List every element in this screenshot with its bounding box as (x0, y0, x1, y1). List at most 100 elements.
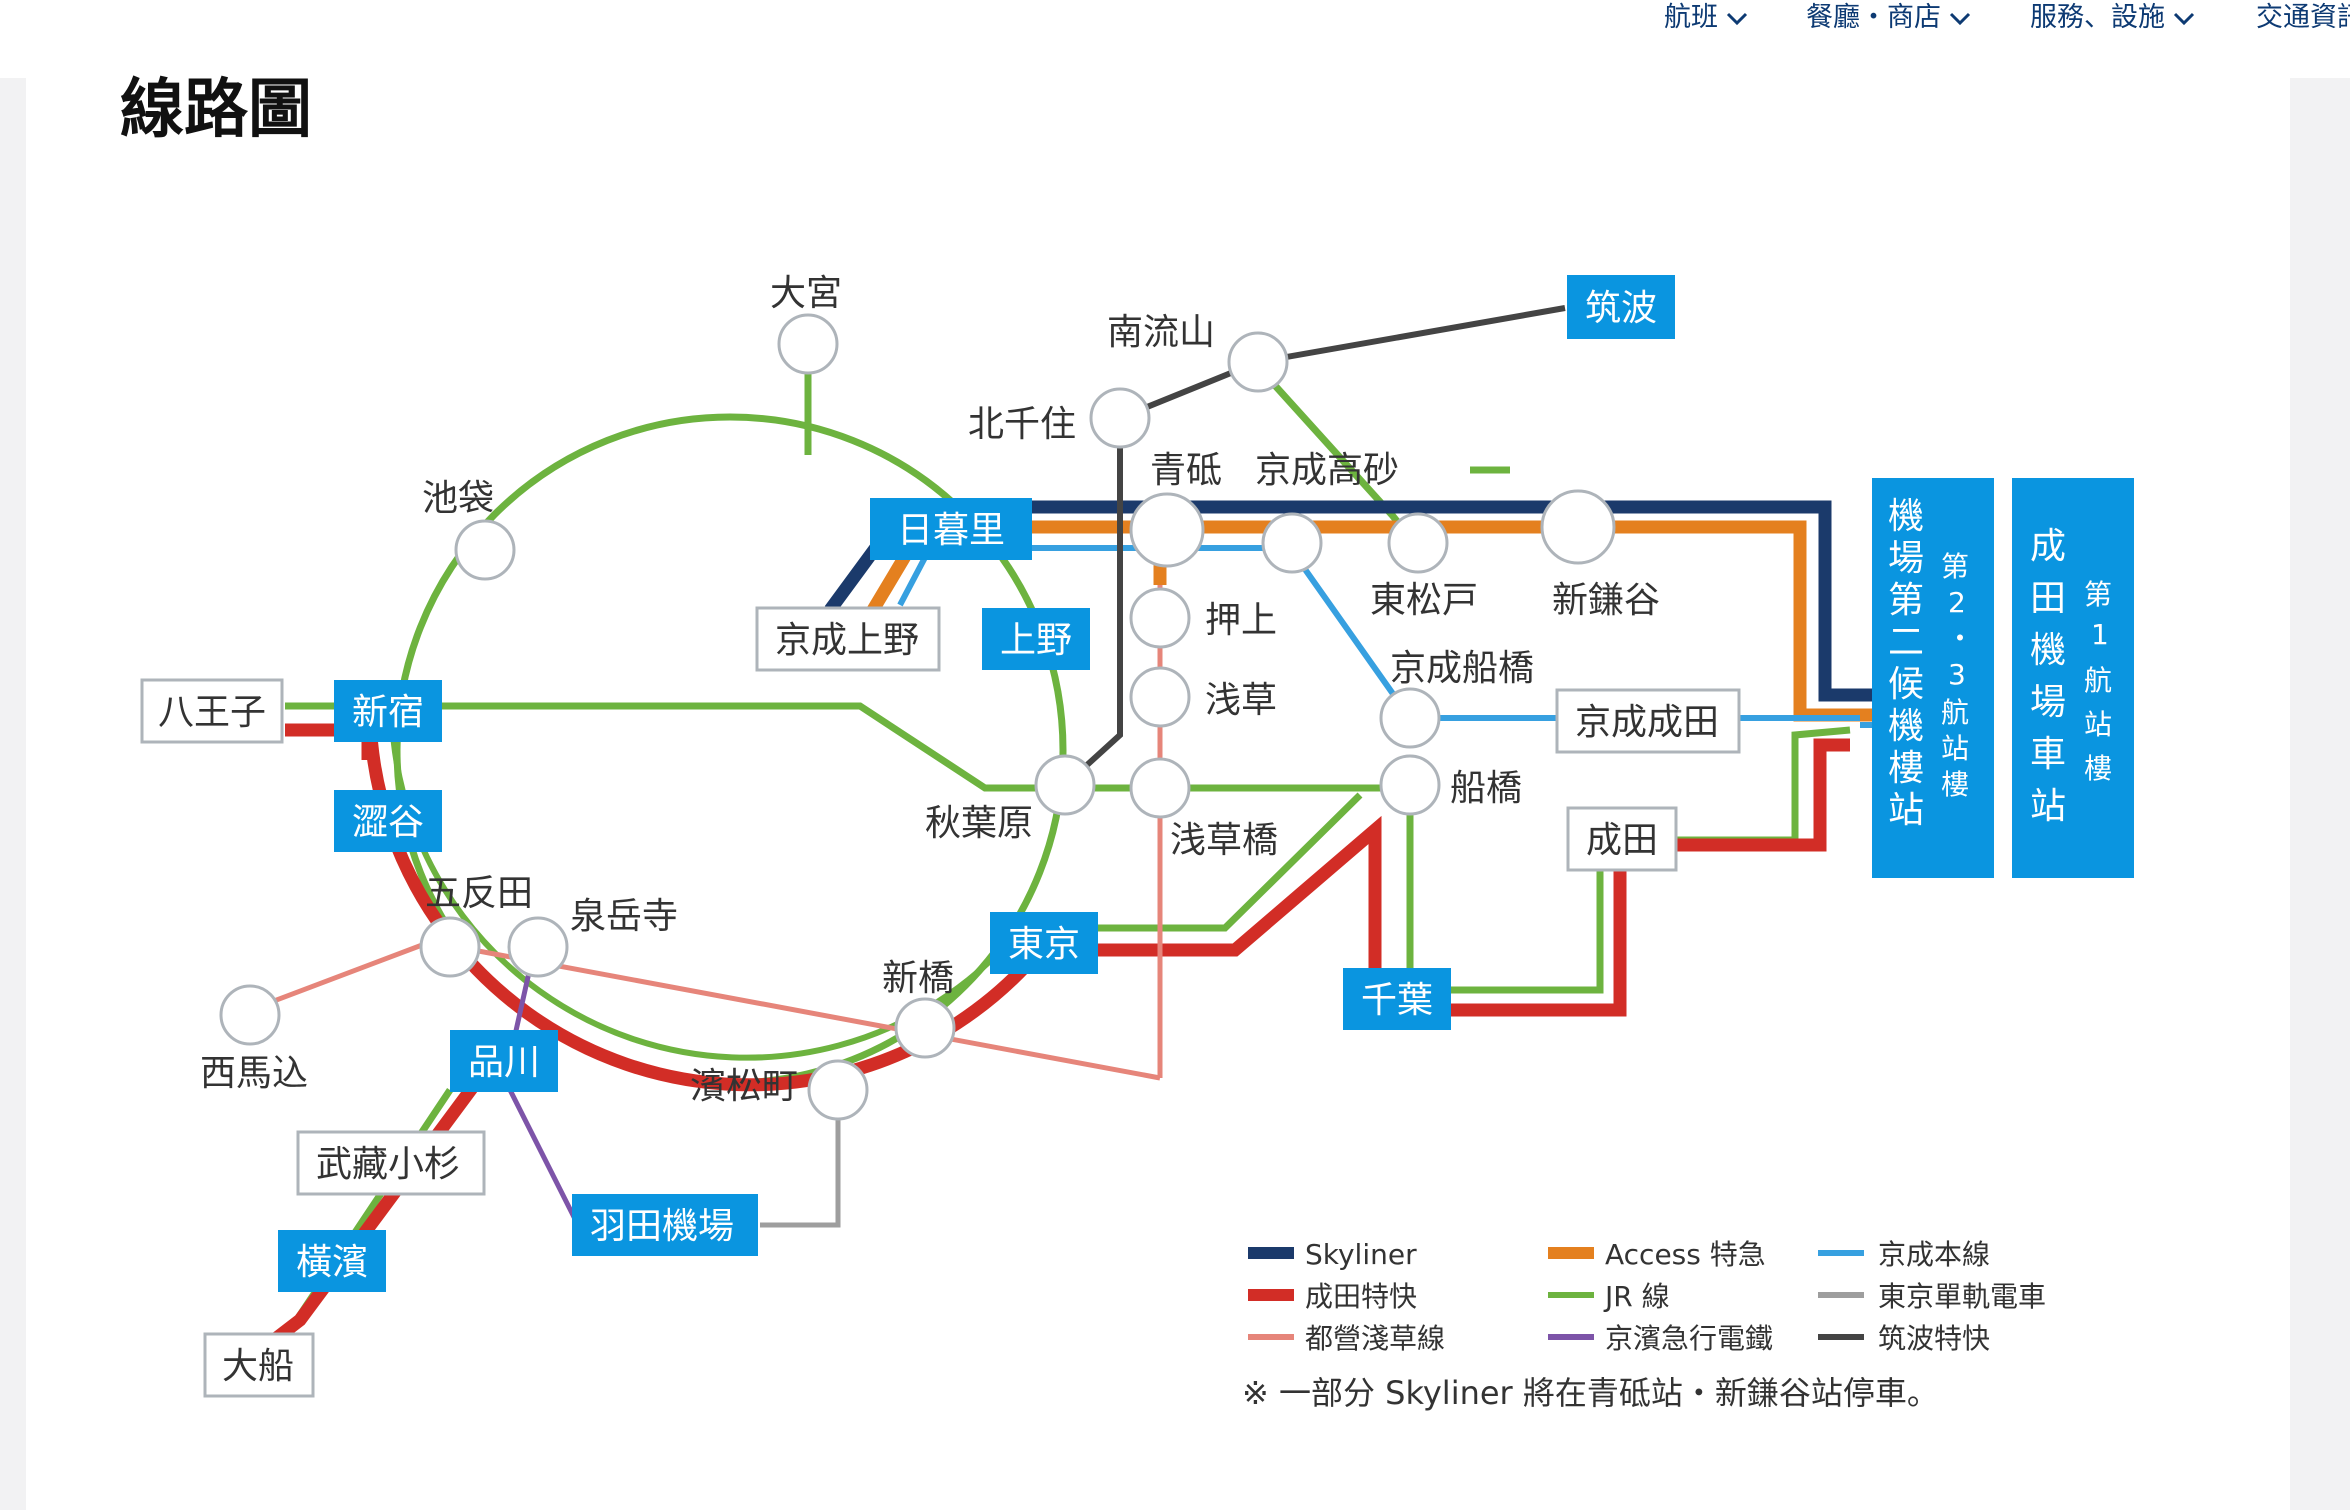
nav-services-facilities[interactable]: 服務、設施 (2030, 0, 2195, 36)
station-box-shinagawa: 品川 (450, 1030, 558, 1092)
station-box-haneda-label: 羽田機場 (590, 1206, 734, 1247)
monorail-line (760, 1092, 841, 1228)
legend-item-narita-express: 成田特快 (1248, 1280, 1417, 1313)
nav-flights-label: 航班 (1664, 2, 1718, 33)
svg-text:站: 站 (2084, 708, 2112, 741)
legend-item-jr: JR 線 (1548, 1280, 1670, 1313)
svg-text:二: 二 (1888, 622, 1924, 663)
svg-text:站: 站 (2030, 786, 2066, 827)
svg-text:站: 站 (1941, 732, 1969, 765)
nav-transport-info-label: 交通資訊 (2256, 2, 2350, 33)
legend-item-toei-asakusa: 都營淺草線 (1248, 1322, 1445, 1355)
svg-text:機: 機 (2030, 630, 2066, 671)
station-markers (219, 313, 1616, 1121)
station-box-hachioji: 八王子 (140, 678, 284, 744)
station-box-narita: 成田 (1566, 806, 1678, 872)
station-label-keisei-takasago: 京成高砂 (1255, 450, 1399, 491)
station-label-minami-nagareyama: 南流山 (1107, 312, 1215, 353)
station-label-akihabara: 秋葉原 (925, 803, 1033, 844)
station-box-tsukuba: 筑波 (1567, 275, 1675, 339)
svg-text:京濱急行電鐵: 京濱急行電鐵 (1605, 1322, 1773, 1355)
station-label-sengakuji: 泉岳寺 (570, 896, 678, 937)
terminal-1-station-box: 成 田 機 場 車 站 第 1 航 站 樓 (2012, 478, 2134, 878)
station-label-ikebukuro: 池袋 (422, 478, 494, 519)
nav-dining-shops[interactable]: 餐廳・商店 (1806, 0, 1971, 36)
station-box-yokohama-label: 橫濱 (296, 1242, 368, 1283)
station-box-keisei-narita-label: 京成成田 (1575, 702, 1719, 743)
station-box-shinjuku: 新宿 (334, 680, 442, 742)
svg-text:場: 場 (2030, 682, 2066, 723)
station-label-higashi-matsudo: 東松戸 (1370, 580, 1478, 621)
page-title: 線路圖 (120, 73, 312, 147)
station-box-musashi-kosugi-label: 武藏小杉 (316, 1144, 460, 1185)
station-box-ueno-label: 上野 (1000, 620, 1072, 661)
legend-item-keikyu: 京濱急行電鐵 (1548, 1322, 1773, 1355)
svg-text:機: 機 (1888, 496, 1924, 537)
terminal-1-main-label: 成 田 機 場 車 站 (2030, 526, 2066, 827)
station-box-ueno: 上野 (982, 608, 1090, 670)
station-label-asakusa: 浅草 (1205, 680, 1277, 721)
svg-text:成: 成 (2030, 526, 2066, 567)
chevron-down-icon (2173, 12, 2195, 25)
svg-text:樓: 樓 (2084, 752, 2112, 785)
station-box-shibuya-label: 澀谷 (352, 802, 424, 843)
station-label-hamamatsucho: 濱松町 (690, 1066, 798, 1107)
terminal-2-3-sub-label: 第 2 ・ 3 航 站 樓 (1941, 550, 1974, 801)
top-navigation: 航班 餐廳・商店 服務、設施 交通資訊 (0, 0, 2350, 78)
terminal-2-3-main-label: 機 場 第 二 候 機 樓 站 (1888, 496, 1924, 831)
svg-text:1: 1 (2091, 618, 2109, 651)
station-label-oshiage: 押上 (1205, 600, 1277, 641)
svg-text:・: ・ (1946, 622, 1974, 655)
station-box-musashi-kosugi: 武藏小杉 (296, 1130, 486, 1196)
station-label-aoto: 青砥 (1150, 450, 1222, 491)
station-box-shinagawa-label: 品川 (468, 1042, 540, 1083)
legend: Skyliner Access 特急 京成本線 成田特快 JR 線 東京單軌電車… (1242, 1238, 2046, 1412)
svg-text:樓: 樓 (1941, 768, 1969, 801)
station-label-funabashi: 船橋 (1450, 768, 1522, 809)
station-label-shimbashi: 新橋 (882, 958, 954, 999)
svg-text:Access 特急: Access 特急 (1605, 1238, 1766, 1271)
svg-text:航: 航 (1941, 696, 1969, 729)
station-box-keisei-ueno: 京成上野 (755, 606, 941, 672)
station-label-kita-senju: 北千住 (968, 404, 1076, 445)
station-box-nippori-label: 日暮里 (897, 510, 1005, 551)
svg-text:JR 線: JR 線 (1603, 1280, 1670, 1313)
legend-item-keisei-main: 京成本線 (1818, 1238, 1990, 1271)
svg-text:機: 機 (1888, 706, 1924, 747)
svg-text:筑波特快: 筑波特快 (1878, 1322, 1990, 1355)
svg-text:第: 第 (1941, 550, 1969, 583)
nav-services-facilities-label: 服務、設施 (2030, 2, 2165, 33)
station-box-keisei-ueno-label: 京成上野 (775, 620, 919, 661)
station-box-yokohama: 橫濱 (278, 1230, 386, 1292)
svg-text:Skyliner: Skyliner (1305, 1238, 1417, 1271)
legend-item-access-express: Access 特急 (1548, 1238, 1766, 1271)
svg-text:站: 站 (1888, 790, 1924, 831)
station-label-asakusabashi: 浅草橋 (1170, 820, 1278, 861)
svg-text:候: 候 (1888, 664, 1924, 705)
nav-transport-info[interactable]: 交通資訊 (2256, 0, 2350, 36)
legend-item-monorail: 東京單軌電車 (1818, 1280, 2046, 1313)
station-box-shinjuku-label: 新宿 (352, 692, 424, 733)
station-label-omiya: 大宮 (770, 273, 842, 314)
chevron-down-icon (1726, 12, 1748, 25)
legend-note: ※ 一部分 Skyliner 將在青砥站・新鎌谷站停車。 (1242, 1374, 1939, 1412)
svg-text:都營淺草線: 都營淺草線 (1305, 1322, 1445, 1355)
station-label-nishi-magome: 西馬込 (200, 1053, 308, 1094)
terminal-1-sub-label: 第 1 航 站 樓 (2084, 578, 2112, 785)
legend-item-skyliner: Skyliner (1248, 1238, 1417, 1271)
station-box-keisei-narita: 京成成田 (1555, 688, 1741, 754)
svg-text:場: 場 (1888, 538, 1924, 579)
station-box-hachioji-label: 八王子 (158, 692, 266, 733)
station-box-chiba-label: 千葉 (1361, 980, 1433, 1021)
station-label-keisei-funabashi: 京成船橋 (1390, 648, 1534, 689)
terminal-2-3-station-box: 機 場 第 二 候 機 樓 站 第 2 ・ 3 航 站 樓 (1872, 478, 1994, 878)
station-box-tokyo: 東京 (990, 912, 1098, 974)
station-box-nippori: 日暮里 (870, 498, 1032, 560)
chevron-down-icon (1949, 12, 1971, 25)
svg-text:樓: 樓 (1888, 748, 1924, 789)
legend-item-tsukuba-express: 筑波特快 (1818, 1322, 1990, 1355)
nav-flights[interactable]: 航班 (1664, 0, 1748, 36)
station-label-gotanda: 五反田 (425, 873, 533, 914)
svg-text:田: 田 (2030, 578, 2066, 619)
